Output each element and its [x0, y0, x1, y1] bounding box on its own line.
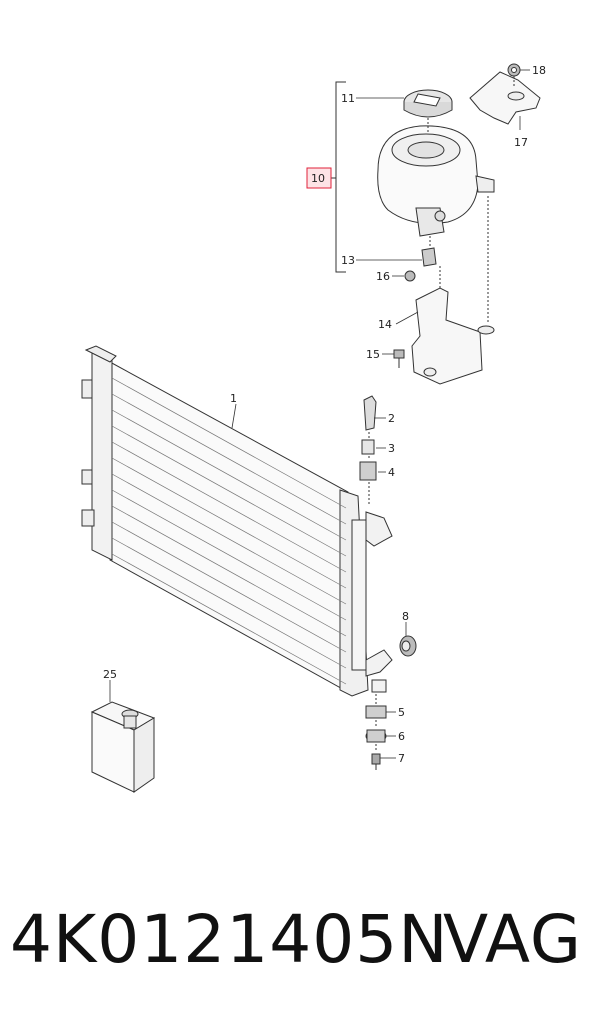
lower-mount-bushing [365, 705, 387, 719]
callout-5: 5 [398, 706, 405, 719]
screw [371, 753, 381, 770]
coolant-canister [90, 701, 156, 793]
callout-10: 10 [311, 172, 325, 185]
filler-cap [403, 89, 453, 118]
retaining-clip [359, 461, 377, 481]
mount-bracket [365, 729, 387, 743]
callout-14: 14 [378, 318, 392, 331]
callout-13: 13 [341, 254, 355, 267]
callout-17: 17 [514, 136, 528, 149]
bolt [393, 349, 405, 368]
callout-25: 25 [103, 668, 117, 681]
nut-16 [404, 270, 416, 282]
nut-18 [507, 63, 521, 77]
tank-bracket [411, 196, 495, 385]
rubber-bushing [399, 635, 417, 657]
drain-plug [363, 395, 377, 431]
parts-diagram: 1 2 3 4 5 6 7 8 10 11 13 14 15 16 17 18 … [81, 63, 546, 793]
upper-bracket [469, 71, 541, 125]
hose-connector [421, 247, 437, 267]
callout-3: 3 [388, 442, 395, 455]
callout-10-highlight [306, 167, 332, 189]
radiator [81, 345, 393, 697]
callout-11: 11 [341, 92, 355, 105]
callout-15: 15 [366, 348, 380, 361]
callout-1: 1 [230, 392, 237, 405]
callout-8: 8 [402, 610, 409, 623]
seal-ring [361, 439, 375, 455]
callout-18: 18 [532, 64, 546, 77]
callout-4: 4 [388, 466, 395, 479]
callout-labels: 1 2 3 4 5 6 7 8 10 11 13 14 15 16 17 18 … [103, 64, 546, 765]
brand-name: VAG [442, 901, 582, 978]
callout-16: 16 [376, 270, 390, 283]
part-number: 4K0121405N [10, 901, 449, 978]
expansion-tank [377, 125, 495, 237]
callout-6: 6 [398, 730, 405, 743]
callout-7: 7 [398, 752, 405, 765]
callout-2: 2 [388, 412, 395, 425]
